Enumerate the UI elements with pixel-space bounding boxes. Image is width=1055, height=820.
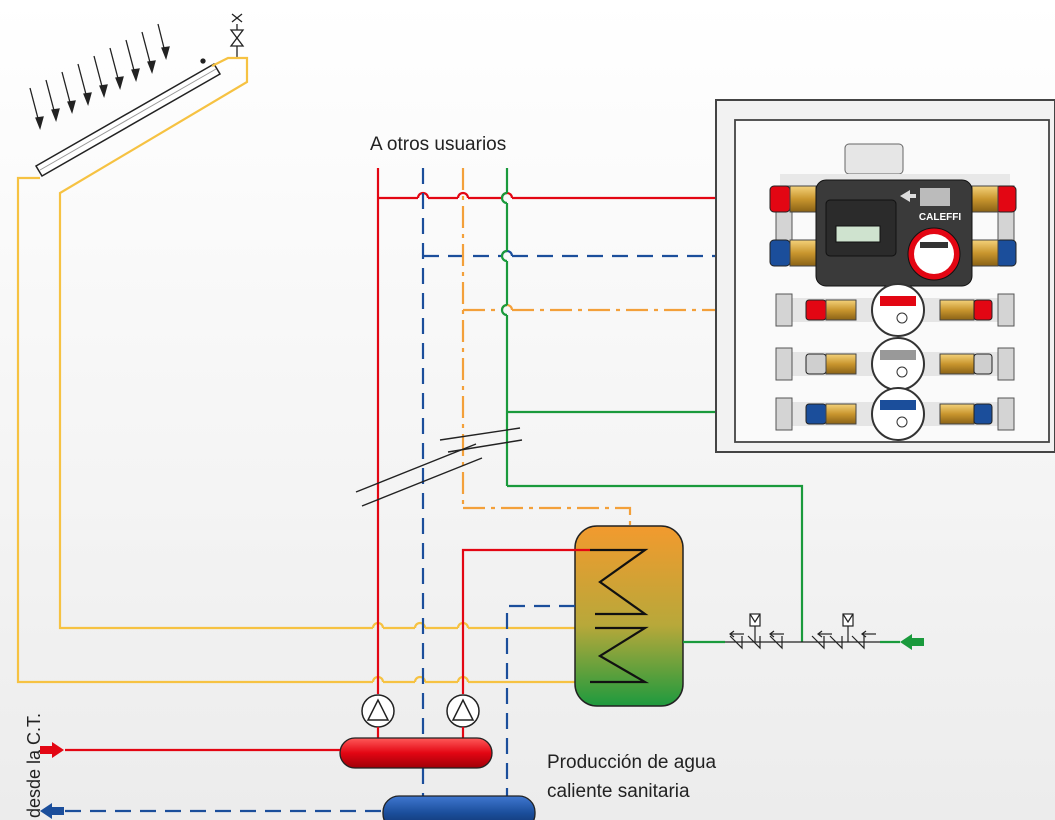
production-label-line2: caliente sanitaria <box>547 781 690 802</box>
air-vent-icon <box>200 13 245 64</box>
boiler-loop <box>461 548 590 694</box>
brand-label: CALEFFI <box>919 212 961 223</box>
dhw-storage-tank <box>574 525 684 707</box>
from-ct-label: desde la C.T. <box>24 713 44 818</box>
check-valve-icon <box>725 613 880 650</box>
solar-collector <box>34 62 222 178</box>
solar-loop <box>16 56 640 684</box>
flow-arrow-icon <box>900 634 924 650</box>
pump-icon <box>361 694 480 728</box>
water-meter-icon <box>775 387 1015 441</box>
cold-manifold <box>382 795 536 820</box>
sun-rays-icon <box>29 23 170 131</box>
water-meter-icon <box>775 283 1015 337</box>
heat-meter-icon: CALEFFI <box>769 143 1017 287</box>
hot-manifold <box>339 737 493 769</box>
production-label-line1: Producción de agua <box>547 752 716 773</box>
flow-arrow-icon <box>40 742 64 819</box>
pipe-break <box>355 427 523 507</box>
other-users-label: A otros usuarios <box>370 134 506 155</box>
